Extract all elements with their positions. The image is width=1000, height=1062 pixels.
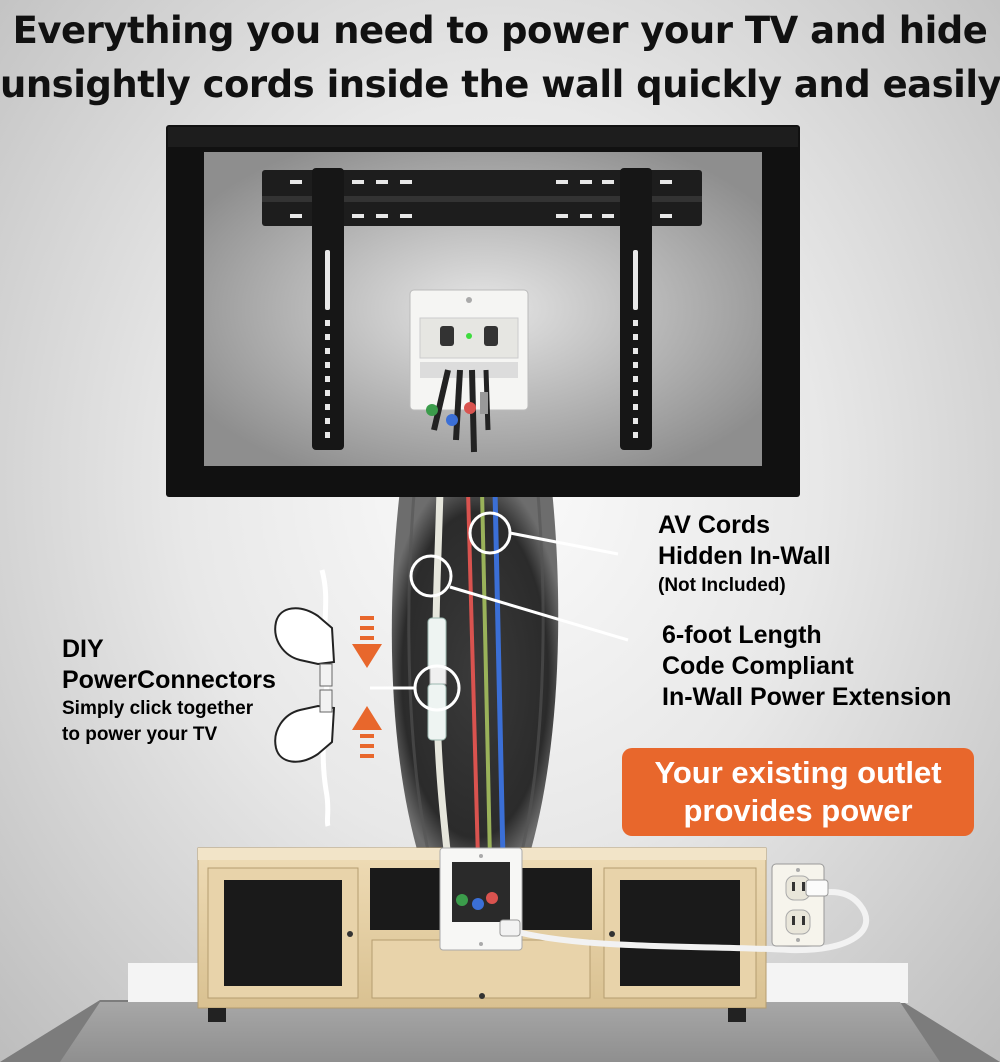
diy-label: DIY PowerConnectors Simply click togethe… [62, 634, 276, 748]
headline: Everything you need to power your TV and… [0, 4, 1000, 112]
power-cord [499, 889, 869, 954]
av-cable-bundle [426, 369, 491, 453]
power-connector [319, 663, 333, 713]
callout-line1: Your existing outlet [654, 755, 942, 790]
diy-line4: to power your TV [62, 724, 218, 745]
compression-arrows [352, 616, 382, 758]
tv-mount-bracket [262, 168, 702, 450]
existing-outlet-callout: Your existing outlet provides power [622, 748, 974, 836]
headline-line1: Everything you need to power your TV and… [12, 9, 988, 52]
extension-line2: Code Compliant [662, 652, 854, 680]
callout-line2: provides power [683, 793, 913, 828]
av-cords-line1: AV Cords [658, 511, 771, 539]
headline-line2: unsightly cords inside the wall quickly … [0, 63, 1000, 106]
hand-icon [274, 607, 336, 763]
extension-label: 6-foot Length Code Compliant In-Wall Pow… [662, 620, 951, 713]
diy-line1: DIY [62, 635, 104, 663]
diy-line3: Simply click together [62, 698, 254, 719]
av-cords-line2: Hidden In-Wall [658, 542, 831, 570]
wall-outlet-icon [771, 863, 829, 947]
diy-line2: PowerConnectors [62, 666, 276, 694]
extension-line1: 6-foot Length [662, 621, 822, 649]
callout-pointers [370, 511, 629, 712]
recessed-power-outlet [409, 289, 529, 411]
extension-line3: In-Wall Power Extension [662, 683, 952, 711]
av-cords-label: AV Cords Hidden In-Wall (Not Included) [658, 510, 831, 600]
av-cords-note: (Not Included) [658, 575, 786, 596]
